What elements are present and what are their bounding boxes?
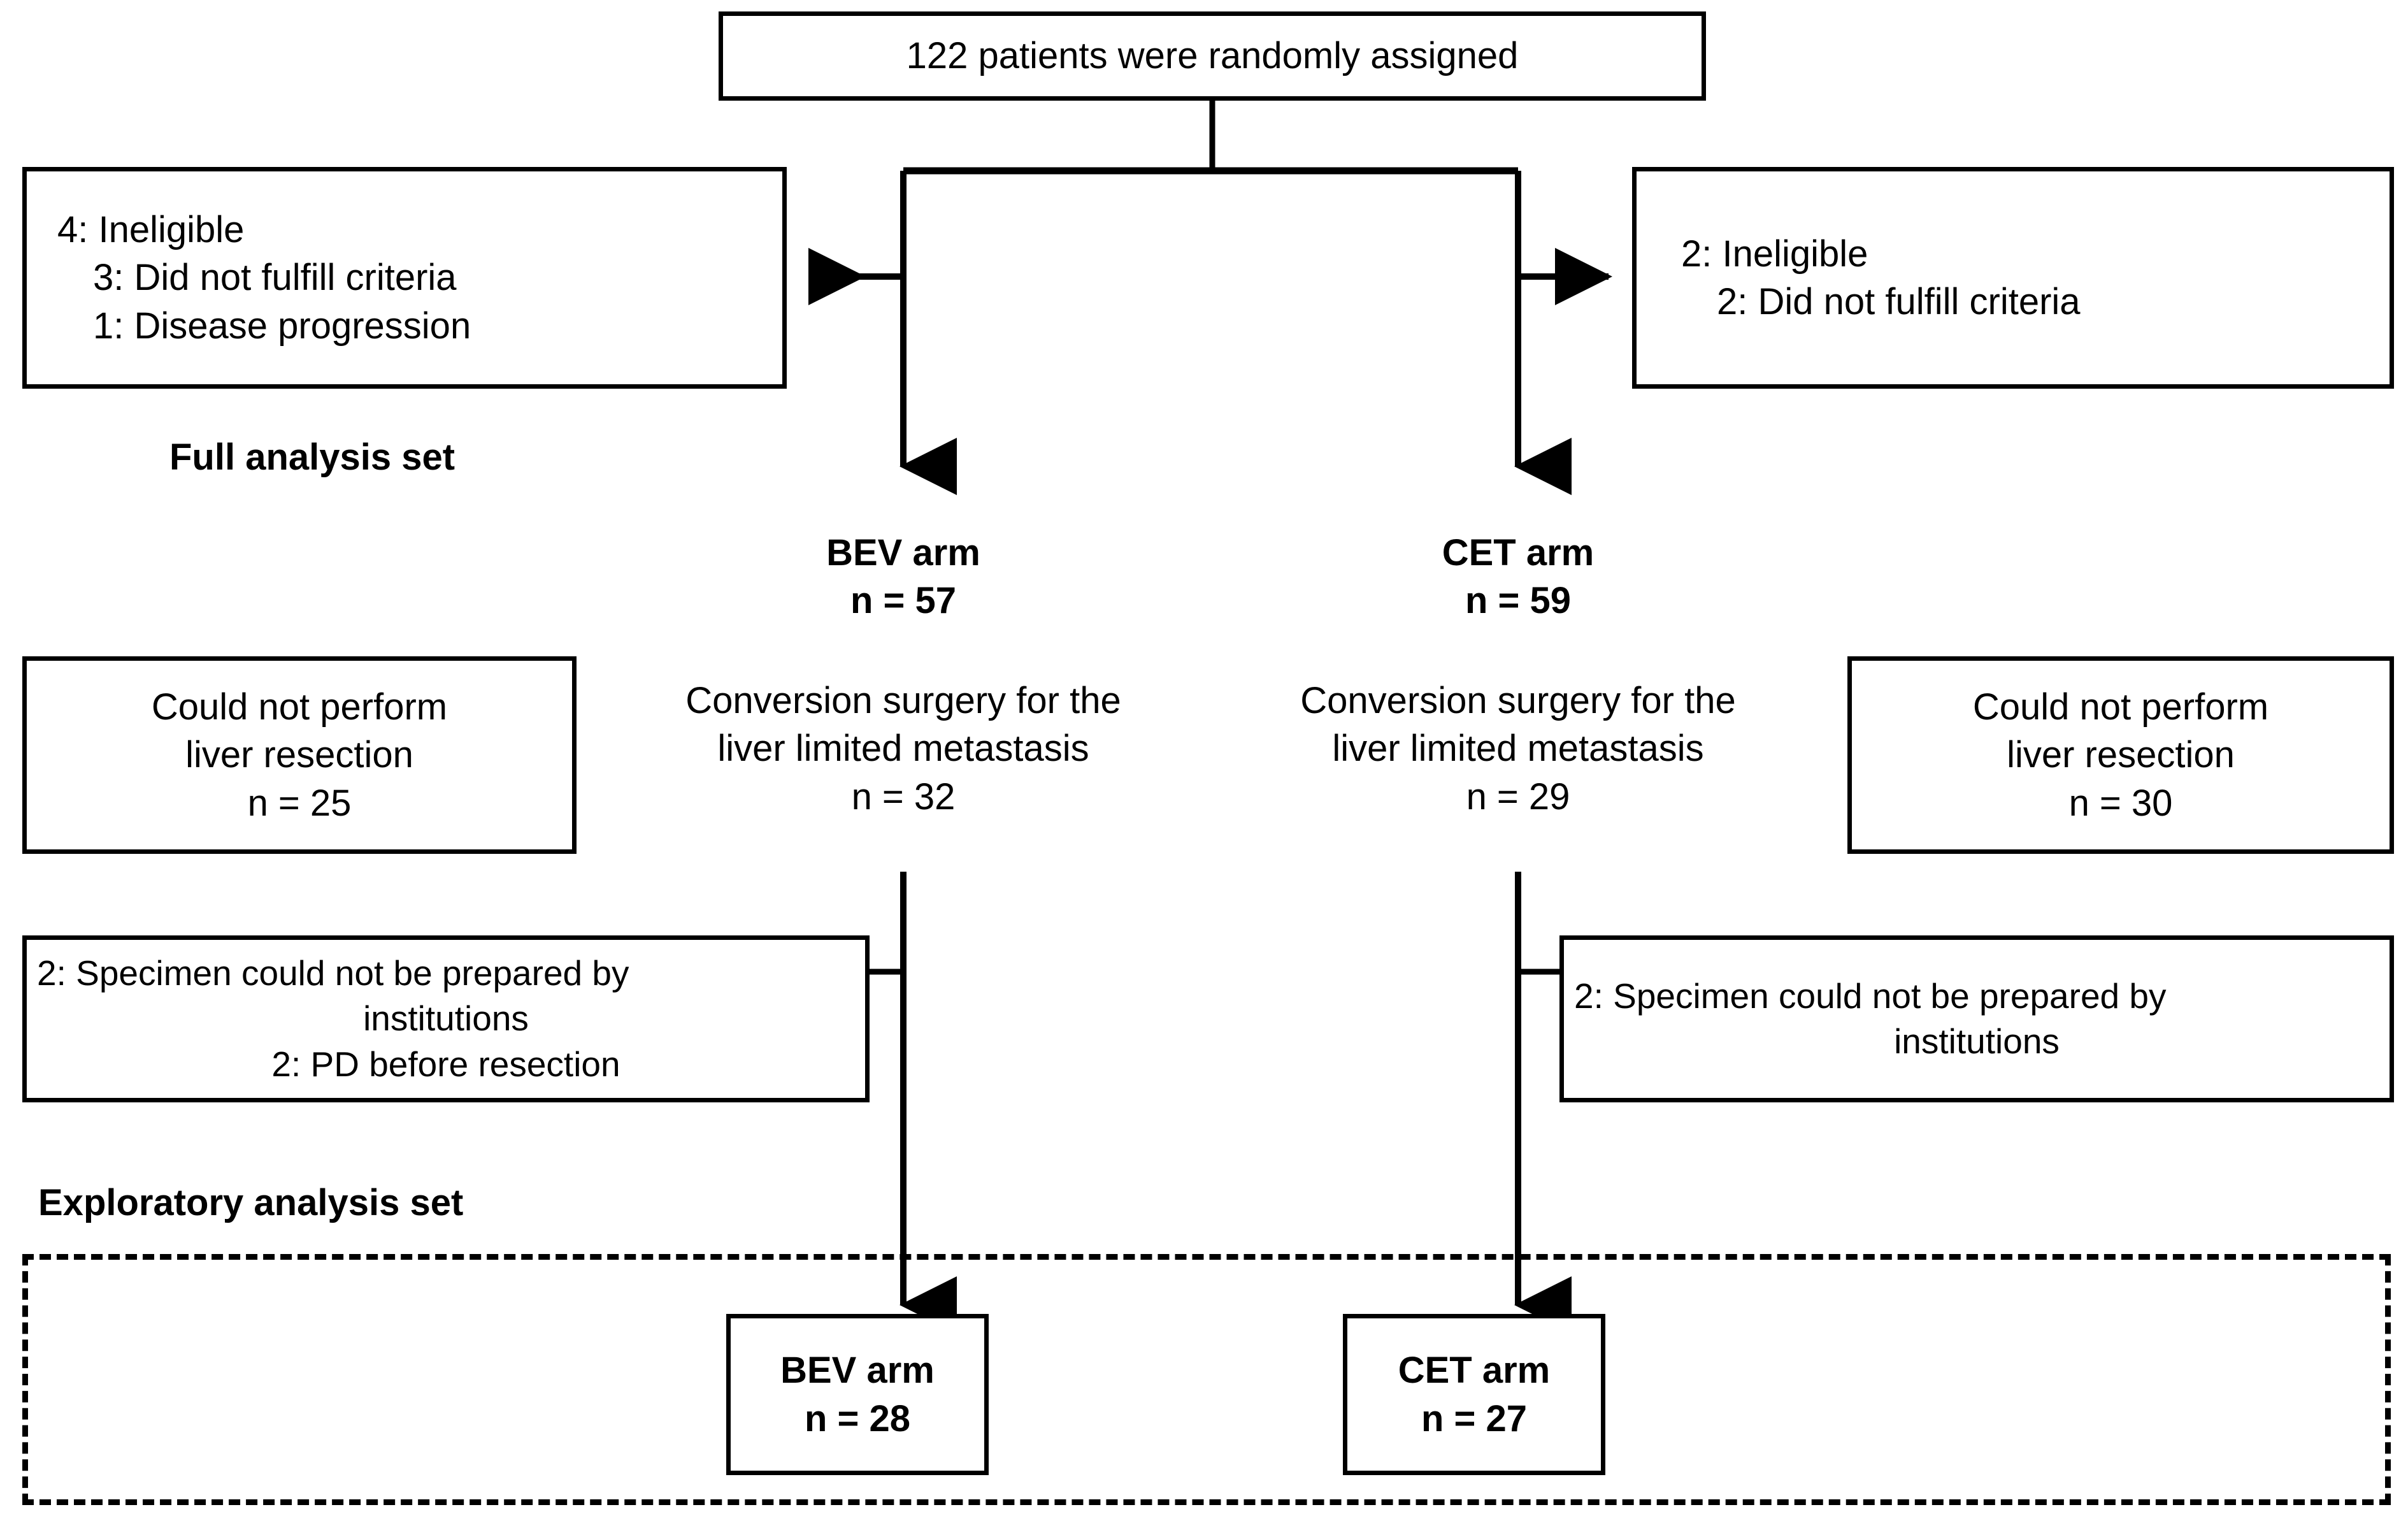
bev-arm-n: n = 57 <box>850 580 957 622</box>
bev-arm-heading: BEV arm n = 57 <box>782 529 1024 625</box>
bev-conversion-block: Conversion surgery for the liver limited… <box>627 677 1179 821</box>
cet-no-resection-n: n = 30 <box>2068 782 2173 824</box>
bev-conversion-n: n = 32 <box>851 775 956 818</box>
cet-specimen-loss-box: 2: Specimen could not be prepared by ins… <box>1559 935 2394 1102</box>
randomization-box: 122 patients were randomly assigned <box>719 11 1706 101</box>
bev-specimen-line-3: 2: PD before resection <box>271 1044 620 1084</box>
exploratory-analysis-set-region <box>22 1254 2391 1505</box>
cet-arm-heading: CET arm n = 59 <box>1397 529 1639 625</box>
bev-specimen-loss-box: 2: Specimen could not be prepared by ins… <box>22 935 870 1102</box>
bev-final-n: n = 28 <box>804 1397 911 1439</box>
bev-conversion-line-1: Conversion surgery for the <box>685 680 1121 721</box>
randomization-text: 122 patients were randomly assigned <box>906 35 1519 77</box>
cet-conversion-block: Conversion surgery for the liver limited… <box>1242 677 1794 821</box>
cet-conversion-line-1: Conversion surgery for the <box>1300 680 1736 721</box>
full-analysis-set-label: Full analysis set <box>169 433 455 481</box>
bev-specimen-line-1: 2: Specimen could not be prepared by <box>37 953 629 993</box>
right-exclusion-box: 2: Ineligible 2: Did not fulfill criteri… <box>1632 167 2394 389</box>
cet-conversion-line-2: liver limited metastasis <box>1332 728 1704 770</box>
cet-no-resection-line-2: liver resection <box>2007 734 2235 776</box>
bev-no-resection-n: n = 25 <box>247 782 352 824</box>
left-exclusion-box: 4: Ineligible 3: Did not fulfill criteri… <box>22 167 787 389</box>
right-exclusion-line-1: 2: Ineligible <box>1681 233 1868 275</box>
exploratory-analysis-set-label: Exploratory analysis set <box>38 1179 463 1227</box>
cet-conversion-n: n = 29 <box>1466 775 1570 818</box>
cet-final-box: CET arm n = 27 <box>1343 1314 1605 1475</box>
cet-specimen-line-1: 2: Specimen could not be prepared by <box>1574 976 2167 1016</box>
bev-arm-name: BEV arm <box>826 532 980 573</box>
full-analysis-set-text: Full analysis set <box>169 436 455 478</box>
cet-arm-n: n = 59 <box>1465 580 1572 622</box>
bev-no-resection-line-2: liver resection <box>185 734 413 776</box>
bev-specimen-line-2: institutions <box>363 998 529 1039</box>
cet-final-n: n = 27 <box>1421 1397 1528 1439</box>
bev-final-box: BEV arm n = 28 <box>726 1314 989 1475</box>
left-exclusion-line-1: 4: Ineligible <box>57 208 245 250</box>
cet-no-resection-box: Could not perform liver resection n = 30 <box>1847 656 2394 854</box>
bev-no-resection-box: Could not perform liver resection n = 25 <box>22 656 577 854</box>
left-exclusion-line-2: 3: Did not fulfill criteria <box>93 257 457 299</box>
left-exclusion-line-3: 1: Disease progression <box>93 305 471 347</box>
bev-no-resection-line-1: Could not perform <box>151 686 448 728</box>
cet-no-resection-line-1: Could not perform <box>1972 686 2269 728</box>
cet-final-name: CET arm <box>1398 1350 1551 1392</box>
right-exclusion-line-2: 2: Did not fulfill criteria <box>1717 281 2081 322</box>
bev-final-name: BEV arm <box>780 1350 935 1392</box>
cet-arm-name: CET arm <box>1442 532 1595 573</box>
bev-conversion-line-2: liver limited metastasis <box>717 728 1089 770</box>
cet-specimen-line-2: institutions <box>1894 1021 2060 1061</box>
exploratory-analysis-set-text: Exploratory analysis set <box>38 1182 464 1223</box>
